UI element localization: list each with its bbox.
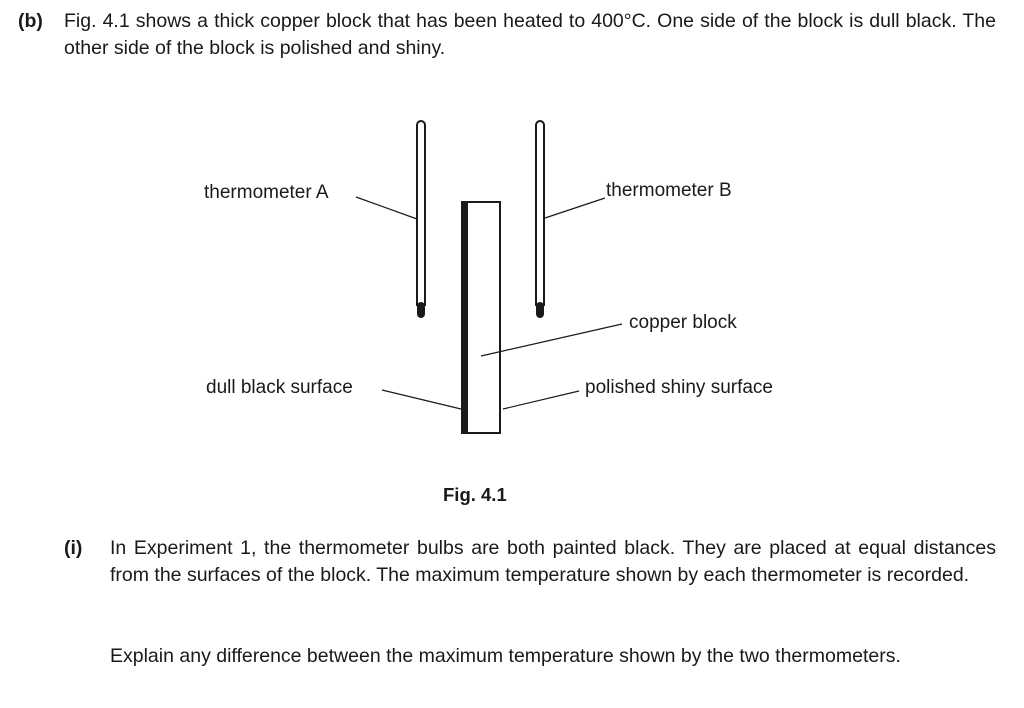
copper-block	[461, 201, 501, 434]
part-b-label: (b)	[18, 10, 43, 32]
label-copper-block: copper block	[629, 312, 737, 333]
dull-black-surface	[461, 202, 468, 434]
label-thermometer-a: thermometer A	[204, 182, 329, 203]
thermometer-a	[416, 120, 426, 318]
label-polished-shiny-surface: polished shiny surface	[585, 377, 773, 398]
label-thermometer-b: thermometer B	[606, 180, 732, 201]
part-i-question: Explain any difference between the maxim…	[110, 645, 901, 667]
part-i-text: In Experiment 1, the thermometer bulbs a…	[110, 537, 996, 586]
leader-lines	[355, 196, 623, 410]
figure-caption: Fig. 4.1	[443, 484, 507, 505]
thermometer-b	[535, 120, 545, 318]
part-b-text: Fig. 4.1 shows a thick copper block that…	[64, 10, 996, 59]
label-dull-black-surface: dull black surface	[206, 377, 353, 398]
part-i-label: (i)	[64, 537, 83, 559]
